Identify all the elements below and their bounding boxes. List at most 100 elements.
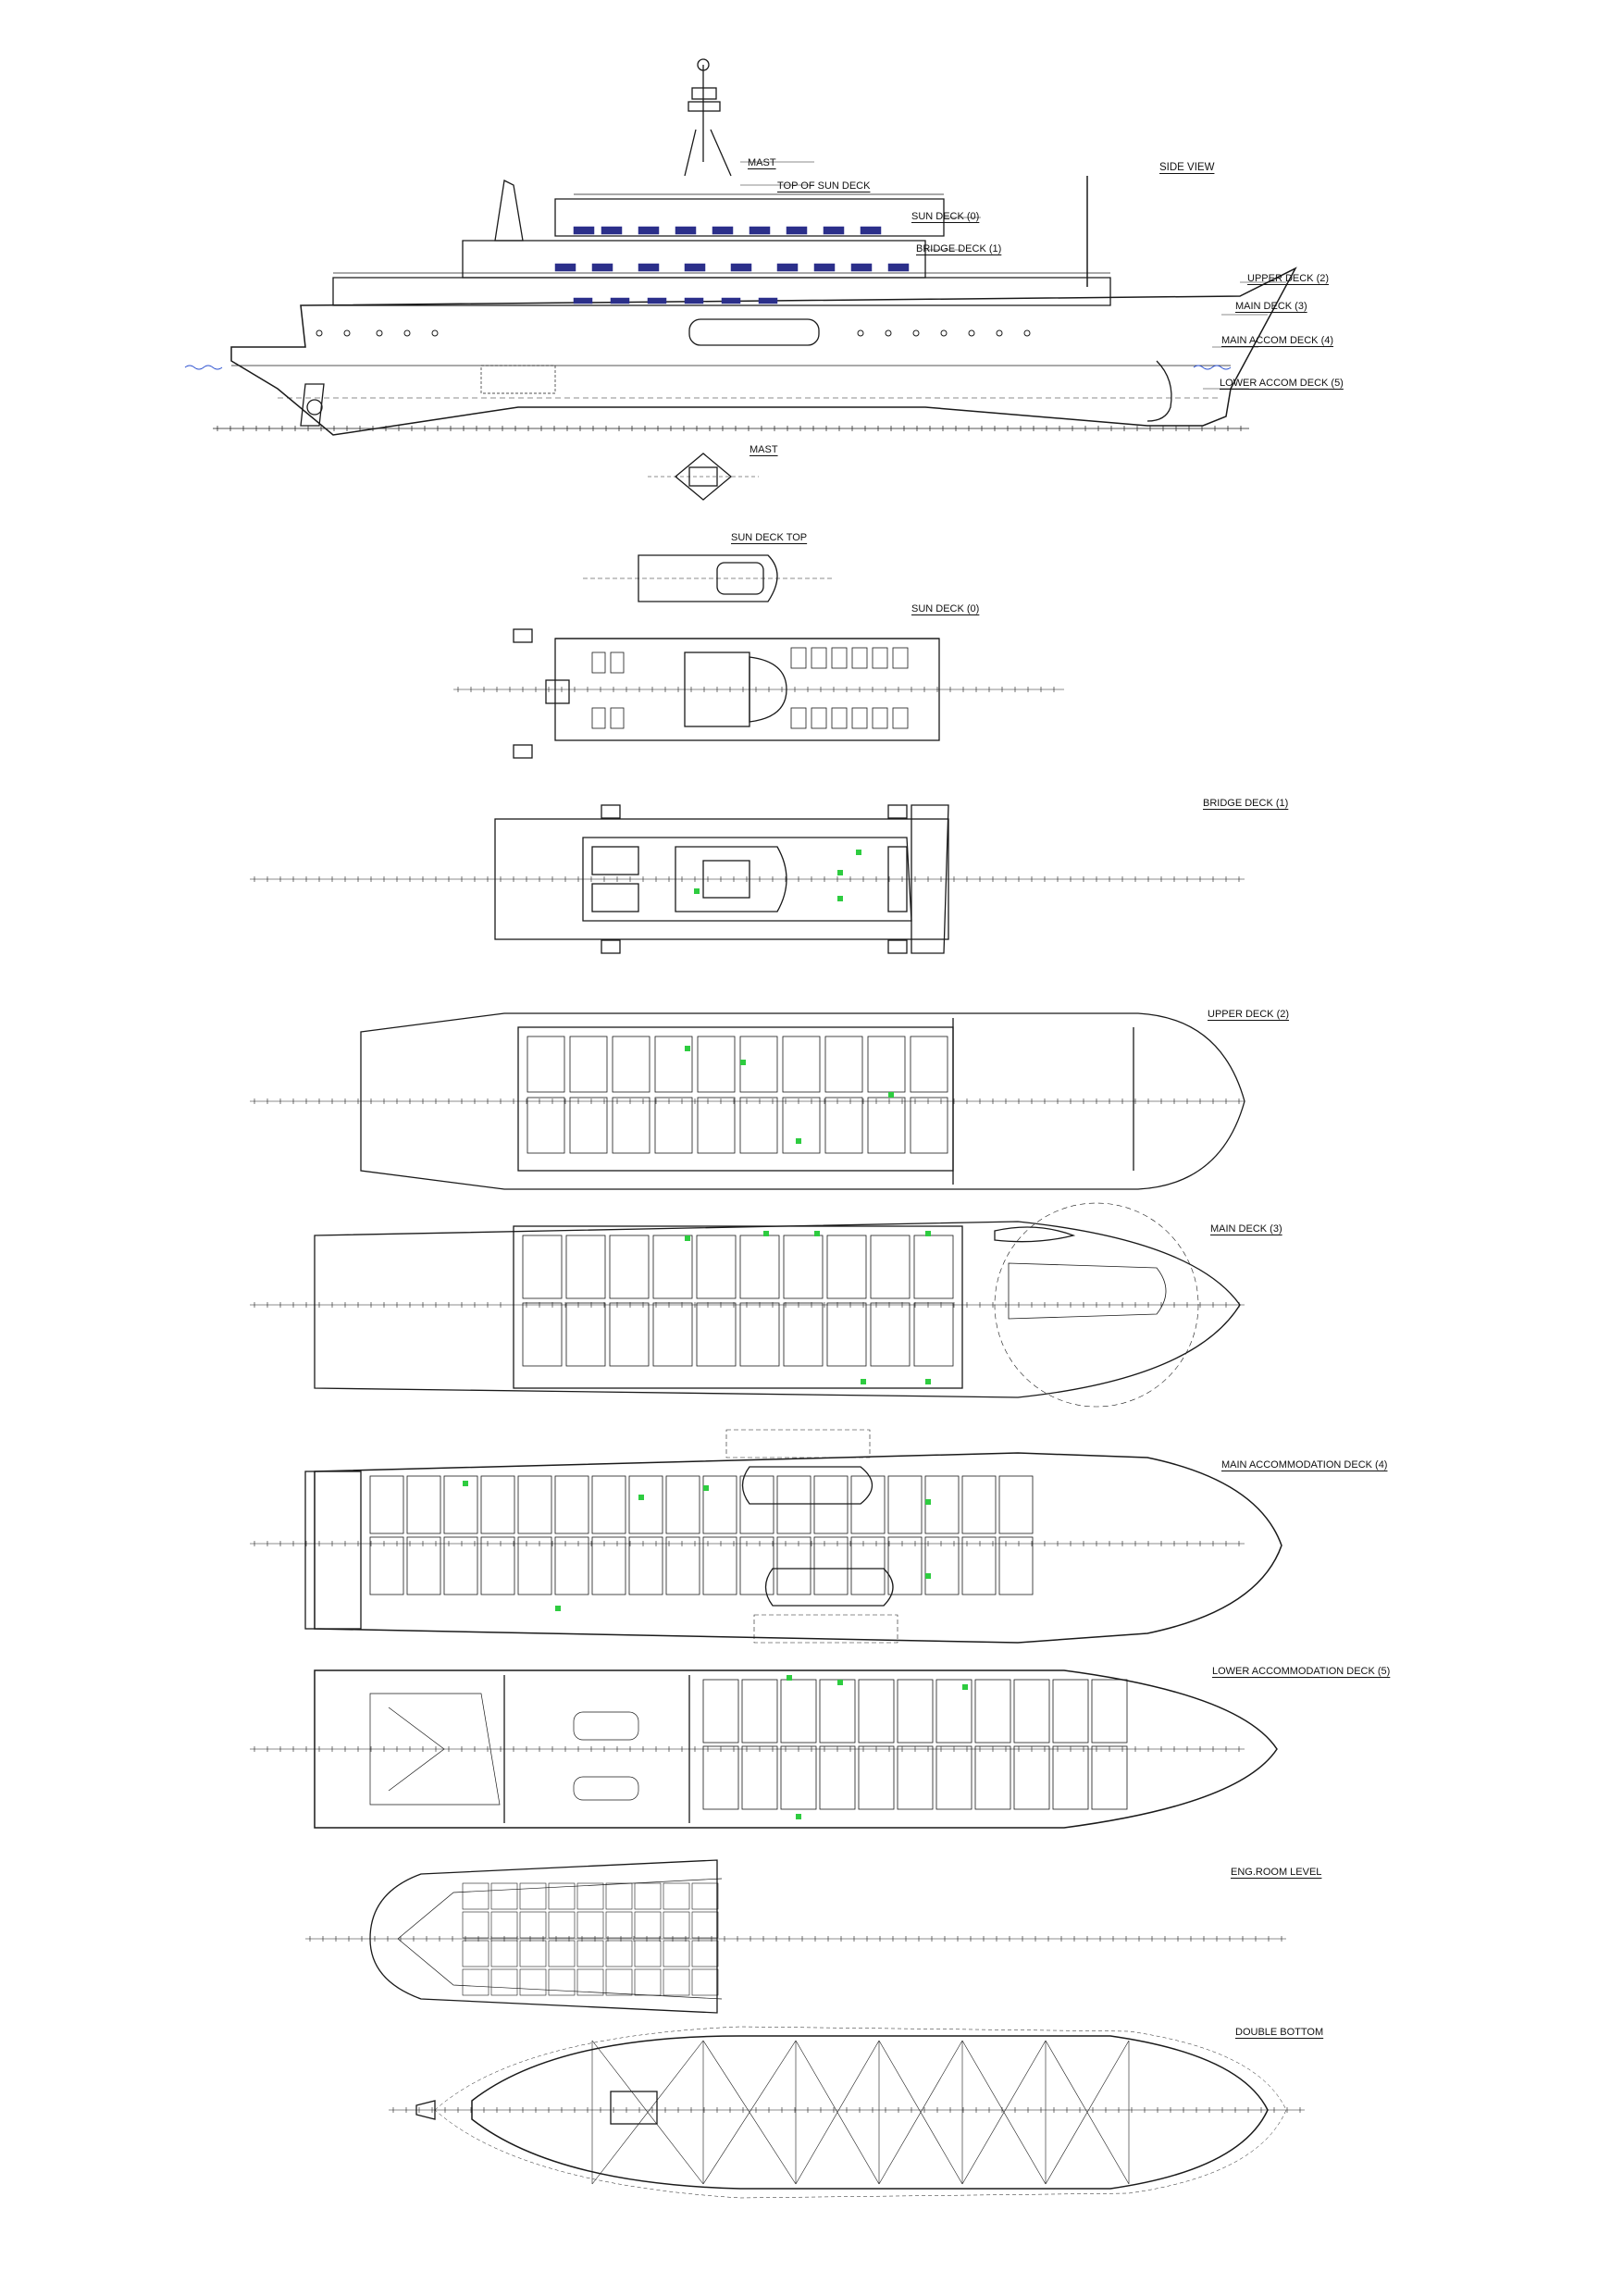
plan-room [576,1968,604,1996]
plan-room [490,1882,518,1910]
plan-room [654,1036,693,1093]
plan-room [892,647,909,669]
plan-room [697,1097,736,1154]
plan-label-sun-deck-top: SUN DECK TOP [731,532,808,543]
plan-room [702,1745,739,1810]
plan-room [634,1968,662,1996]
plan-room [610,652,625,674]
main-accommodation-deck-plan [250,1429,1282,1644]
plan-room [691,1968,719,1996]
plan-room [569,1036,608,1093]
plan-room [634,1911,662,1939]
plan-room [628,1536,663,1595]
plan-room [548,1940,576,1967]
plan-room [576,1940,604,1967]
plan-room [811,647,827,669]
plan-label-mast: MAST [750,444,778,455]
plan-room [813,1536,849,1595]
plan-room [913,1302,954,1367]
plan-room [697,1036,736,1093]
plan-room [776,1536,812,1595]
plan-label-sun-deck: SUN DECK (0) [911,603,980,614]
plan-room [691,1911,719,1939]
plan-room [519,1940,547,1967]
plan-room [824,1036,863,1093]
plan-room [462,1968,489,1996]
bridge-deck-plan [250,804,1245,954]
plan-room [480,1475,515,1534]
plan-room [961,1475,997,1534]
sun-deck-plan [453,628,1064,759]
plan-room [519,1968,547,1996]
plan-room [490,1968,518,1996]
plan-room [739,1302,780,1367]
plan-room [702,1679,739,1744]
plan-room [998,1475,1034,1534]
plan-room [813,1475,849,1534]
plan-room [741,1679,778,1744]
plan-room [811,707,827,729]
plan-room [998,1536,1034,1595]
plan-room [591,1536,626,1595]
plan-room [776,1475,812,1534]
plan-room [490,1911,518,1939]
plan-room [819,1745,856,1810]
plan-room [696,1235,737,1299]
plan-room [870,1302,911,1367]
plan-room [609,1235,650,1299]
plan-room [897,1745,934,1810]
plan-room [548,1911,576,1939]
tank-cross [878,2040,963,2185]
tank-cross [702,2040,797,2185]
plan-room [780,1679,817,1744]
plan-room [548,1882,576,1910]
plan-room [702,1475,737,1534]
plan-room [739,1097,778,1154]
plan-room [691,1882,719,1910]
plan-room [612,1097,650,1154]
double-bottom-plan [389,2026,1305,2199]
plan-room [663,1911,690,1939]
plan-room [887,1475,923,1534]
plan-room [819,1679,856,1744]
plan-room [739,1235,780,1299]
plan-room [858,1745,895,1810]
tank-cross [591,2040,704,2185]
plan-label-eng-room-level: ENG.ROOM LEVEL [1231,1867,1322,1878]
plan-room [480,1536,515,1595]
upper-deck-plan [250,1012,1245,1190]
plan-label-lower-accommodation-deck: LOWER ACCOMMODATION DECK (5) [1212,1666,1391,1677]
plan-room [634,1940,662,1967]
plan-label-double-bottom: DOUBLE BOTTOM [1235,2027,1324,2038]
plan-room [527,1036,565,1093]
plan-room [576,1882,604,1910]
plan-room [910,1036,948,1093]
plan-room [910,1097,948,1154]
side-view-profile [184,58,1297,436]
plan-room [519,1882,547,1910]
plan-room [783,1302,824,1367]
plan-room [1091,1679,1128,1744]
plan-room [702,1536,737,1595]
plan-room [565,1302,606,1367]
plan-room [462,1882,489,1910]
plan-room [612,1036,650,1093]
plan-room [1013,1745,1050,1810]
tank-cross [961,2040,1047,2185]
plan-room [867,1036,906,1093]
plan-room [628,1475,663,1534]
side-label-main-accom-deck: MAIN ACCOM DECK (4) [1221,335,1334,346]
plan-room [490,1940,518,1967]
plan-room [739,1475,774,1534]
plan-room [867,1097,906,1154]
plan-room [663,1882,690,1910]
plan-room [663,1940,690,1967]
plan-room [665,1536,700,1595]
plan-room [741,1745,778,1810]
side-label-top-sun-deck: TOP OF SUN DECK [777,180,871,192]
plan-room [782,1036,821,1093]
plan-room [654,1097,693,1154]
plan-room [790,707,807,729]
